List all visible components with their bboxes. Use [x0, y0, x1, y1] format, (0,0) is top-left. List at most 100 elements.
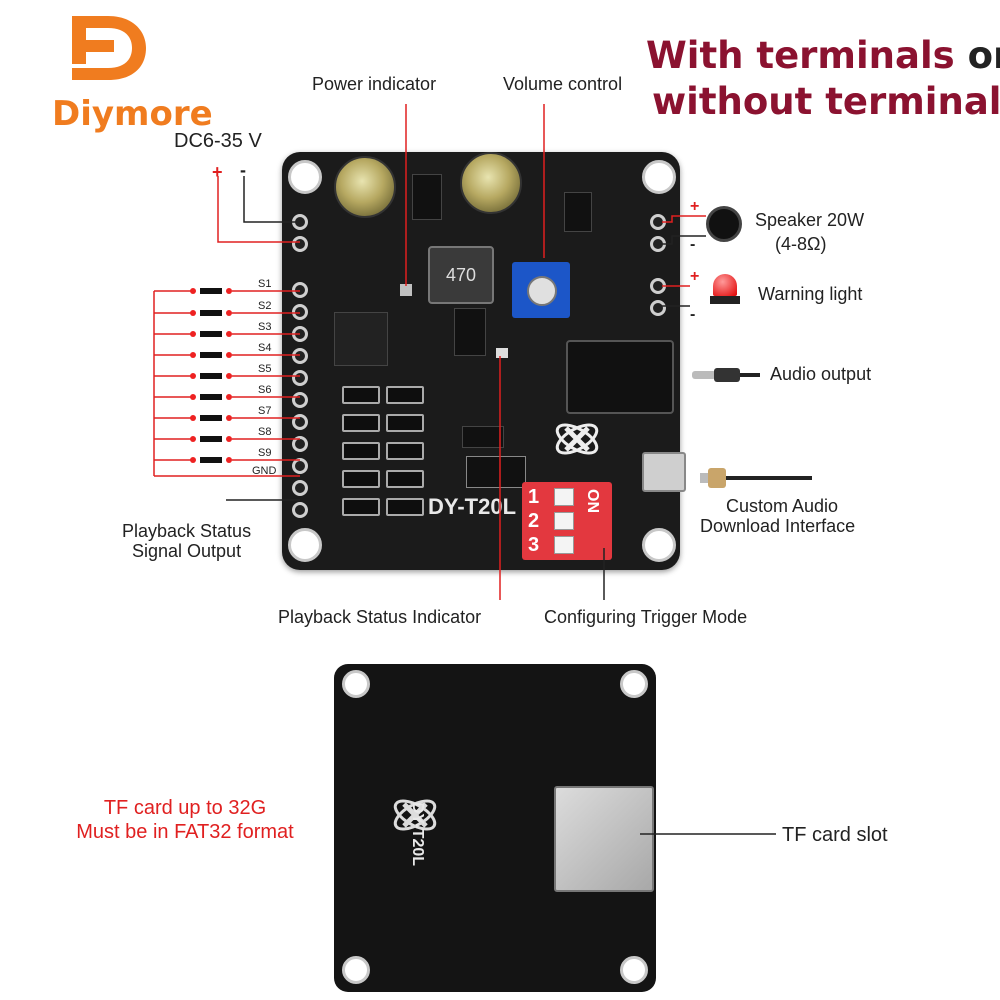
callout-custom-audio-line2: Download Interface: [700, 516, 856, 536]
callout-audio-output: Audio output: [770, 364, 872, 384]
header-pin-s8[interactable]: [292, 436, 308, 452]
inductor-marking: 470: [445, 265, 477, 285]
power-plus-sign: +: [212, 162, 223, 182]
callout-custom-audio-line1: Custom Audio: [726, 496, 839, 516]
pin-label-s7: S7: [258, 405, 272, 417]
header-pin-s5[interactable]: [292, 370, 308, 386]
push-button-icon: [200, 331, 222, 337]
switch-contact-dot: [226, 331, 232, 337]
resistor: [342, 470, 380, 488]
audio-output-jack[interactable]: [566, 340, 674, 414]
capacitor: [460, 152, 522, 214]
switch-contact-dot: [226, 436, 232, 442]
headline-or: or: [967, 34, 1000, 77]
header-pin-s2[interactable]: [292, 304, 308, 320]
header-pin-s4[interactable]: [292, 348, 308, 364]
push-button-icon: [200, 352, 222, 358]
mounting-hole: [642, 528, 676, 562]
mounting-hole: [620, 956, 648, 984]
tf-card-note-line2: Must be in FAT32 format: [76, 821, 294, 843]
resistor: [386, 386, 424, 404]
callout-status-output-line1: Playback Status: [122, 521, 252, 541]
warning-light-terminal-pin[interactable]: [650, 300, 666, 316]
push-button-icon: [200, 288, 222, 294]
callout-lines: [153, 104, 812, 600]
ic-chip: [412, 174, 442, 220]
header-pin-s6[interactable]: [292, 392, 308, 408]
header-pin-status[interactable]: [292, 502, 308, 518]
headline-line2: without terminals: [652, 80, 1000, 123]
mounting-hole: [342, 670, 370, 698]
volume-potentiometer[interactable]: [512, 262, 570, 318]
callout-speaker-line2: (4-8Ω): [775, 234, 827, 254]
regulator-chip: [334, 312, 388, 366]
switch-contact-dot: [226, 457, 232, 463]
board-logo-icon: [555, 423, 599, 455]
mounting-hole: [288, 528, 322, 562]
dip-number-1: 1: [528, 486, 540, 508]
board-model-text: DY-T20L: [428, 494, 517, 519]
switch-contact-dot: [226, 373, 232, 379]
pin-label-s8: S8: [258, 426, 272, 438]
push-button-icon: [200, 394, 222, 400]
audio-plug-cable-icon: [740, 373, 760, 377]
dip-number-3: 3: [528, 534, 540, 556]
push-button-icon: [200, 436, 222, 442]
switch-contact-dot: [190, 457, 196, 463]
switch-contact-dot: [190, 373, 196, 379]
resistor: [386, 470, 424, 488]
power-indicator-led: [400, 284, 412, 296]
push-button-icon: [200, 373, 222, 379]
dip-switch-3[interactable]: [554, 536, 574, 554]
brand-logo: Diymore: [52, 8, 213, 138]
bottom-board-model-text: DY-T20L: [409, 802, 426, 867]
switch-contact-dot: [190, 288, 196, 294]
dip-switch-1[interactable]: [554, 488, 574, 506]
resistor: [386, 414, 424, 432]
usb-cable-icon: [700, 466, 726, 490]
warning-light-minus-sign: -: [690, 306, 696, 323]
resistor: [342, 498, 380, 516]
mounting-hole: [620, 670, 648, 698]
pin-label-gnd: GND: [252, 465, 277, 477]
tf-card-slot[interactable]: [554, 786, 654, 892]
switch-contact-dot: [190, 331, 196, 337]
speaker-plus-sign: +: [690, 198, 700, 215]
dip-switch-2[interactable]: [554, 512, 574, 530]
callout-configuring-trigger-mode: Configuring Trigger Mode: [544, 607, 748, 627]
resistor: [342, 414, 380, 432]
switch-contact-dot: [190, 310, 196, 316]
switch-contact-dot: [226, 352, 232, 358]
bottom-board: DY-T20L: [334, 664, 656, 992]
power-label: DC6-35 V: [174, 130, 262, 152]
board-logo-icon: [393, 799, 437, 831]
tf-card-note-line1: TF card up to 32G: [103, 797, 267, 819]
micro-usb-port[interactable]: [642, 452, 686, 492]
callout-status-output-line2: Signal Output: [132, 541, 242, 561]
resistor: [386, 498, 424, 516]
switch-contact-dot: [226, 394, 232, 400]
trigger-mode-dip-switch[interactable]: 1 2 3 ON: [522, 482, 612, 560]
header-pin-s1[interactable]: [292, 282, 308, 298]
power-pin[interactable]: [292, 236, 308, 252]
tf-slot-callout-line: [640, 833, 776, 835]
switch-contact-dot: [226, 310, 232, 316]
callout-warning-light: Warning light: [758, 284, 863, 304]
pin-label-s5: S5: [258, 363, 272, 375]
regulator-chip: [454, 308, 486, 356]
warning-light-dome-icon: [713, 274, 737, 296]
top-board: 470 DY-T20L 1 2 3 ON: [282, 152, 686, 570]
inductor: 470: [428, 246, 494, 304]
ic-chip: [564, 192, 592, 232]
pin-label-s2: S2: [258, 300, 272, 312]
dip-number-2: 2: [528, 510, 540, 532]
headline-with-terminals: With terminals: [646, 34, 955, 77]
usb-plug-tip-icon: [700, 473, 708, 483]
usb-plug-body-icon: [708, 468, 726, 488]
header-pin-gnd[interactable]: [292, 480, 308, 496]
switch-contact-dot: [190, 352, 196, 358]
capacitor: [334, 156, 396, 218]
callout-tf-card-slot: TF card slot: [782, 824, 888, 846]
warning-light-base-icon: [710, 296, 740, 304]
push-button-icon: [200, 415, 222, 421]
